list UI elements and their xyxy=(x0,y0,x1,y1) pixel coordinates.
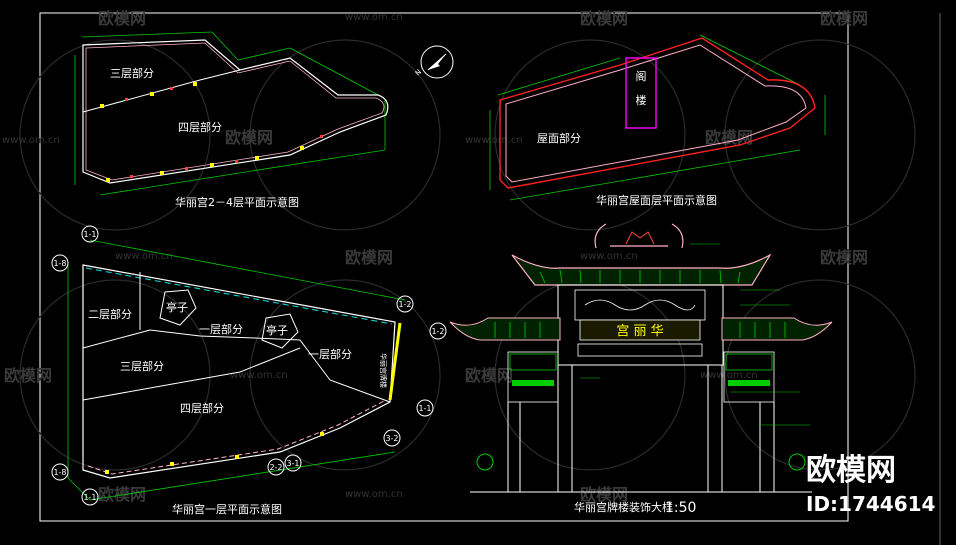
caption-gate-elevation: 华丽宫牌楼装饰大样 xyxy=(574,500,673,514)
label-tower-char2: 楼 xyxy=(636,93,647,107)
axis-label: 1-1 xyxy=(418,404,431,413)
label-roof: 屋面部分 xyxy=(537,131,581,145)
watermark-brand: 欧模网 xyxy=(820,9,868,28)
caption-plan-roof: 华丽宫屋面层平面示意图 xyxy=(596,193,717,207)
watermark-circles xyxy=(19,39,916,471)
axis-label: 3-1 xyxy=(286,459,299,468)
label-fourth-floor: 四层部分 xyxy=(180,401,224,415)
svg-text:N: N xyxy=(414,68,423,77)
watermark-brand: 欧模网 xyxy=(705,128,753,147)
label-second-floor: 二层部分 xyxy=(88,307,132,321)
label-gate-vertical: 华丽宫牌楼 xyxy=(379,353,388,388)
north-arrow-icon: N xyxy=(414,45,454,79)
grid-axis-bubbles xyxy=(51,225,447,506)
watermark-brand: 欧模网 xyxy=(580,9,628,28)
watermark-url: www.om.cn xyxy=(230,370,288,381)
watermark-url: www.om.cn xyxy=(700,370,758,381)
axis-label: 1-1 xyxy=(83,230,96,239)
axis-label: 1-2 xyxy=(398,300,411,309)
caption-plan-first-floor: 华丽宫一层平面示意图 xyxy=(172,502,282,516)
caption-plan-2-4: 华丽宫2－4层平面示意图 xyxy=(175,195,299,209)
watermark-brand: 欧模网 xyxy=(580,485,628,504)
watermark-url: www.om.cn xyxy=(465,135,523,146)
label-fourth-floor: 四层部分 xyxy=(178,120,222,134)
label-third-floor: 三层部分 xyxy=(120,359,164,373)
axis-label: 3-2 xyxy=(385,434,398,443)
watermark-brand: 欧模网 xyxy=(820,248,868,267)
watermark-url: www.om.cn xyxy=(580,251,638,262)
plan-first-floor: 1-1 1-8 1-2 1-2 1-1 1-8 1-1 2-2 3-1 3-2 … xyxy=(51,225,447,516)
watermark-brand: 欧模网 xyxy=(98,9,146,28)
gate-elevation: 宫 丽 华 xyxy=(449,223,833,516)
watermark-url: www.om.cn xyxy=(115,251,173,262)
plan-2-4-floors: 三层部分 四层部分 华丽宫2－4层平面示意图 xyxy=(74,31,389,209)
scale-label: 1:50 xyxy=(665,500,696,516)
watermark-brand: 欧模网 xyxy=(4,366,52,385)
drawing-frame xyxy=(39,12,941,545)
axis-label: 2-2 xyxy=(269,463,282,472)
brand-id: ID:1744614 xyxy=(806,492,935,516)
watermark-brand: 欧模网 xyxy=(225,128,273,147)
label-pavilion-a: 亭子 xyxy=(166,300,188,314)
signboard-text: 宫 丽 华 xyxy=(616,324,663,339)
watermark-url: www.om.cn xyxy=(2,135,60,146)
label-third-floor: 三层部分 xyxy=(110,66,154,80)
watermark-url: www.om.cn xyxy=(345,489,403,500)
watermark-brand: 欧模网 xyxy=(345,248,393,267)
axis-label: 1-8 xyxy=(53,468,66,477)
watermarks: 欧模网 www.om.cn 欧模网 欧模网 www.om.cn 欧模网 www.… xyxy=(2,9,868,504)
label-first-floor-a: 一层部分 xyxy=(199,322,243,336)
plan-roof: 阁 楼 屋面部分 华丽宫屋面层平面示意图 xyxy=(489,34,826,207)
brand-badge: 欧模网 ID:1744614 xyxy=(806,453,935,516)
axis-label: 1-2 xyxy=(431,327,444,336)
axis-label: 1-1 xyxy=(83,493,96,502)
brand-name: 欧模网 xyxy=(806,453,896,488)
label-pavilion-b: 亭子 xyxy=(266,323,288,337)
watermark-url: www.om.cn xyxy=(345,12,403,23)
axis-label: 1-8 xyxy=(53,259,66,268)
watermark-brand: 欧模网 xyxy=(465,366,513,385)
watermark-brand: 欧模网 xyxy=(98,485,146,504)
label-tower-char1: 阁 xyxy=(636,69,647,83)
label-first-floor-b: 一层部分 xyxy=(308,347,352,361)
